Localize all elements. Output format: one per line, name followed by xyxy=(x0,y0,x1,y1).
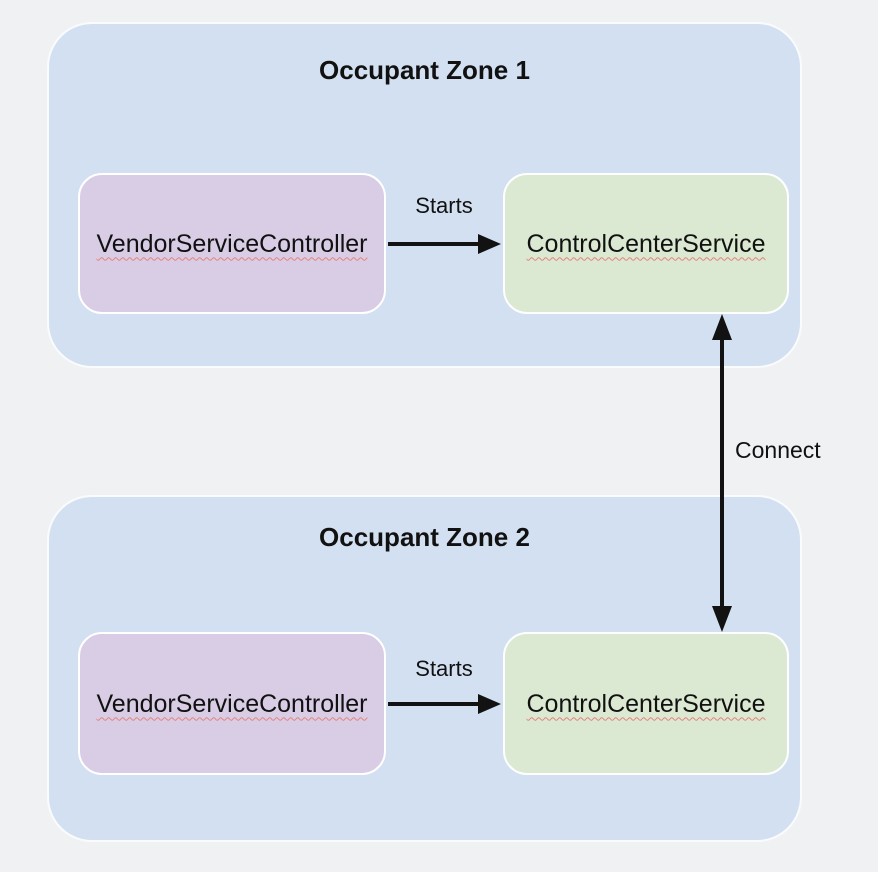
control-center-service-node: ControlCenterService xyxy=(503,173,789,314)
connect-edge-label: Connect xyxy=(735,437,821,463)
node-label: VendorServiceController xyxy=(96,689,368,718)
occupant-zone-1: Occupant Zone 1 VendorServiceController … xyxy=(47,22,802,368)
arrowhead-right-icon xyxy=(478,234,501,254)
zone-title: Occupant Zone 1 xyxy=(319,55,530,85)
vendor-service-controller-node: VendorServiceController xyxy=(78,173,386,314)
connect-arrow xyxy=(712,314,732,632)
starts-arrow xyxy=(388,694,501,714)
starts-arrow xyxy=(388,234,501,254)
node-label: VendorServiceController xyxy=(96,229,368,258)
starts-edge-label: Starts xyxy=(415,656,473,681)
node-label: ControlCenterService xyxy=(526,229,766,258)
zone-title: Occupant Zone 2 xyxy=(319,522,530,552)
arrowhead-right-icon xyxy=(478,694,501,714)
vendor-service-controller-node: VendorServiceController xyxy=(78,632,386,775)
arrowhead-down-icon xyxy=(712,606,732,632)
starts-edge-label: Starts xyxy=(415,193,473,218)
control-center-service-node: ControlCenterService xyxy=(503,632,789,775)
arrowhead-up-icon xyxy=(712,314,732,340)
occupant-zone-2: Occupant Zone 2 VendorServiceController … xyxy=(47,495,802,842)
node-label: ControlCenterService xyxy=(526,689,766,718)
